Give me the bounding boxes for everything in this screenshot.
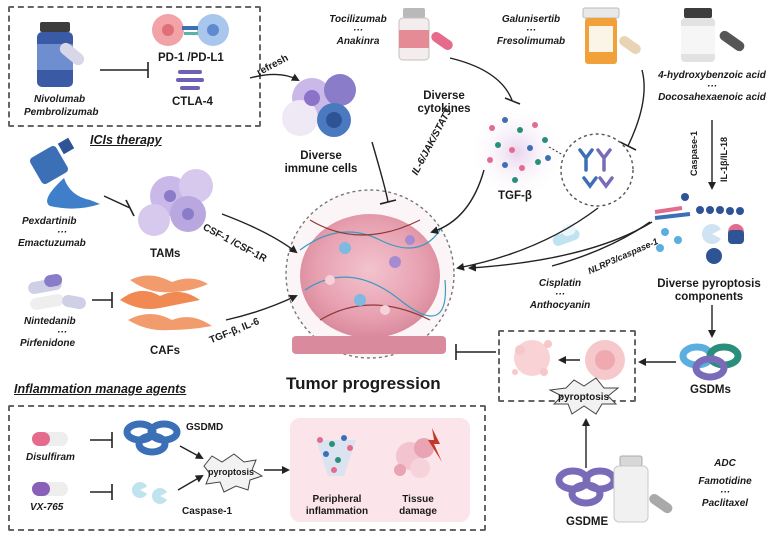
pyroptosis-label: pyroptosis bbox=[558, 392, 610, 403]
peripheral-label-2: inflammation bbox=[305, 506, 369, 517]
cytokine-dots-icon bbox=[487, 117, 551, 183]
gsdms-label: GSDMs bbox=[690, 384, 731, 396]
adc-label: ADC bbox=[714, 458, 736, 469]
immune-cells-icon bbox=[282, 74, 356, 137]
pyroptotic-cells-icon bbox=[512, 340, 625, 380]
acid-dots-label: ··· bbox=[707, 81, 717, 92]
pyro-dots-label: ··· bbox=[555, 289, 565, 300]
acid-drug-bottle-icon bbox=[681, 8, 745, 62]
nivolumab-label: Nivolumab bbox=[34, 94, 86, 105]
peripheral-label-1: Peripheral bbox=[312, 494, 362, 505]
anthocyanin-label: Anthocyanin bbox=[529, 300, 591, 311]
paclitaxel-label: Paclitaxel bbox=[701, 498, 749, 509]
tissue-damage-icon bbox=[394, 428, 442, 478]
adc-drug-bottle-icon bbox=[613, 455, 673, 523]
fresolimumab-label: Fresolimumab bbox=[496, 36, 566, 47]
ctla4-label: CTLA-4 bbox=[172, 96, 213, 108]
tgf-beta-label: TGF-β bbox=[498, 190, 532, 202]
tgf-dots-label: ··· bbox=[526, 25, 536, 36]
pyroptosis-burst-icon bbox=[548, 377, 620, 415]
disulfiram-label: Disulfiram bbox=[26, 452, 75, 463]
immune-cells-label-1: Diverse bbox=[300, 150, 342, 162]
pd1-pdl1-cells-icon bbox=[152, 14, 229, 46]
cytokine-drug-vial-icon bbox=[398, 8, 453, 61]
gsdme-label: GSDME bbox=[566, 516, 609, 528]
galunisertib-label: Galunisertib bbox=[501, 14, 561, 25]
cytokine-glow bbox=[469, 104, 565, 200]
caf-cells-icon bbox=[120, 275, 212, 331]
disulfiram-pill-icon bbox=[32, 432, 68, 446]
pd1-pdl1-label: PD-1 /PD-L1 bbox=[158, 52, 224, 64]
ctla4-antibody-icon bbox=[176, 70, 204, 90]
vx765-label: VX-765 bbox=[30, 502, 64, 513]
tumor-progression-label: Tumor progression bbox=[286, 374, 441, 393]
caf-drug-pills-icon bbox=[28, 273, 86, 310]
emactuzumab-label: Emactuzumab bbox=[18, 238, 86, 249]
ici-therapy-box bbox=[8, 6, 261, 127]
caspase1-label: Caspase-1 bbox=[689, 130, 699, 176]
gsdms-icon bbox=[679, 343, 742, 381]
inflammation-agents-box bbox=[8, 405, 486, 531]
gsdmd-icon bbox=[123, 420, 181, 456]
tam-drug-bottle-icon bbox=[29, 137, 100, 209]
inflam-pyroptosis-label: pyroptosis bbox=[208, 467, 255, 477]
hydroxybenzoic-acid-label: 4-hydroxybenzoic acid bbox=[658, 70, 766, 81]
caf-dots-label: ··· bbox=[57, 327, 67, 338]
ici-therapy-heading: ICIs therapy bbox=[90, 133, 162, 147]
inflam-pyroptosis-burst-icon bbox=[203, 453, 264, 493]
cytokines-label-2: cytokines bbox=[417, 103, 471, 115]
tam-cells-icon bbox=[138, 169, 213, 236]
tgf-beta-circle bbox=[560, 133, 634, 207]
tocilizumab-label: Tocilizumab bbox=[329, 14, 387, 25]
pyroptosis-components-label-1: Diverse pyroptosis bbox=[657, 278, 761, 290]
gsdmd-label: GSDMD bbox=[186, 422, 224, 433]
cytokine-dots-label: ··· bbox=[353, 25, 363, 36]
vx765-pill-icon bbox=[32, 482, 68, 496]
ici-drug-bottle-icon bbox=[37, 22, 85, 87]
anakinra-label: Anakinra bbox=[336, 36, 380, 47]
adc-dots-label: ··· bbox=[720, 487, 730, 498]
nintedanib-label: Nintedanib bbox=[24, 316, 76, 327]
immune-cells-label-2: immune cells bbox=[284, 163, 358, 175]
tissue-label-1: Tissue bbox=[402, 494, 434, 505]
inflammation-agents-heading: Inflammation manage agents bbox=[14, 382, 187, 396]
tissue-label-2: damage bbox=[399, 506, 437, 517]
tams-label: TAMs bbox=[150, 248, 181, 260]
tumor-mass-icon bbox=[285, 189, 455, 359]
pembrolizumab-label: Pembrolizumab bbox=[24, 107, 99, 118]
cisplatin-label: Cisplatin bbox=[538, 278, 582, 289]
pyroptosis-components-icon bbox=[654, 193, 744, 264]
cytokines-label-1: Diverse bbox=[423, 90, 465, 102]
tgf-drug-bottle-icon bbox=[582, 7, 641, 64]
pyroptosis-components-label-2: components bbox=[674, 291, 744, 303]
tgf-beta-receptor-icon bbox=[578, 148, 614, 189]
inflam-caspase1-label: Caspase-1 bbox=[182, 506, 233, 517]
il1b-il18-label: IL-1β/IL-18 bbox=[719, 137, 729, 182]
famotidine-label: Famotidine bbox=[698, 476, 752, 487]
docosahexaenoic-acid-label: Docosahexaenoic acid bbox=[658, 92, 766, 103]
cisplatin-pill-icon bbox=[552, 224, 580, 246]
gsdme-icon bbox=[555, 467, 618, 507]
cafs-label: CAFs bbox=[150, 345, 181, 357]
caspase1-icon bbox=[132, 482, 168, 504]
pirfenidone-label: Pirfenidone bbox=[20, 338, 76, 349]
tam-dots-label: ··· bbox=[57, 227, 67, 238]
pexdartinib-label: Pexdartinib bbox=[22, 216, 77, 227]
peripheral-inflammation-icon bbox=[316, 435, 356, 476]
